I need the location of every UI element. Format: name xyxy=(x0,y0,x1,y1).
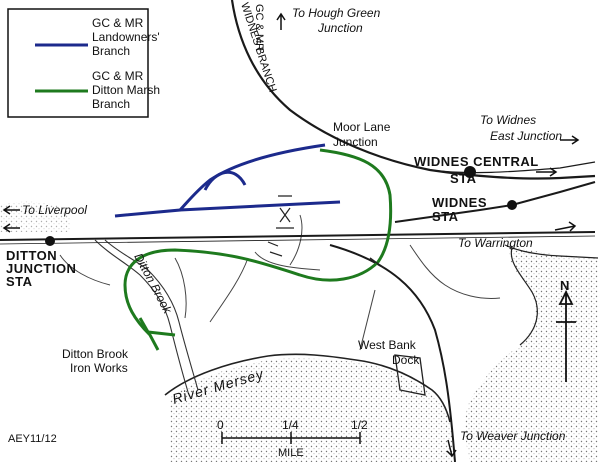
legend-item-label: GC & MR xyxy=(92,16,144,30)
widnes-station-marker[interactable] xyxy=(507,200,517,210)
widnes-station-label: WIDNES xyxy=(432,195,487,210)
widnes-line xyxy=(394,181,596,223)
north-arrow-icon xyxy=(556,289,576,382)
moor-lane-junction-label: Moor Lane xyxy=(333,120,391,134)
ditton-junction-station-marker[interactable] xyxy=(45,236,55,246)
main-line-liverpool-warrington xyxy=(0,231,596,241)
arrow-west-icon xyxy=(2,205,20,215)
estuary-shore-2 xyxy=(510,247,538,346)
tributary xyxy=(254,251,321,271)
to-widnes-east-label: East Junction xyxy=(490,129,562,143)
main-line-liverpool-warrington-2 xyxy=(0,235,596,245)
legend-item-label: Branch xyxy=(92,44,130,58)
scale-unit-label: MILE xyxy=(278,447,304,459)
to-liverpool-label: To Liverpool xyxy=(22,203,87,217)
ditton-marsh-branch-spur[interactable] xyxy=(138,317,150,333)
widnes-branch-label: GC & MR xyxy=(253,4,265,51)
ditton-brook-river-2 xyxy=(104,239,199,391)
to-hough-green-label: To Hough Green xyxy=(292,6,381,20)
ditton-brook-river xyxy=(94,239,189,393)
landowners-branch-curve[interactable] xyxy=(203,170,247,191)
ditton-junction-label: JUNCTION xyxy=(6,261,76,276)
legend-box xyxy=(7,8,149,118)
widnes-central-label: WIDNES CENTRAL xyxy=(414,154,539,169)
scale-tick-label: 0 xyxy=(217,418,224,432)
legend-item-label: GC & MR xyxy=(92,69,144,83)
ditton-brook-iron-works-label: Iron Works xyxy=(70,361,128,375)
credit-label: AEY11/12 xyxy=(8,433,57,445)
tributary xyxy=(359,289,376,351)
west-bank-dock xyxy=(394,354,426,396)
bridge xyxy=(276,195,294,229)
tributary xyxy=(209,257,249,323)
arrow-north-icon xyxy=(276,12,286,30)
to-widnes-east-label: To Widnes xyxy=(480,113,536,127)
tributary xyxy=(409,244,501,299)
moor-lane-junction-label: Junction xyxy=(333,135,378,149)
arrow-south-icon xyxy=(446,439,457,458)
legend-item-label: Branch xyxy=(92,97,130,111)
arrow-east-icon xyxy=(554,221,577,232)
to-widnes-east-line xyxy=(429,161,596,174)
west-bank-dock-label: West Bank xyxy=(358,338,417,352)
ditton-brook-label: Ditton Brook xyxy=(131,251,175,317)
to-hough-green-label: Junction xyxy=(317,21,363,35)
to-warrington-label: To Warrington xyxy=(458,236,533,250)
estuary-shore xyxy=(504,244,598,259)
bridge xyxy=(369,257,385,269)
to-weaver-junction-label: To Weaver Junction xyxy=(460,429,566,443)
ditton-marsh-branch[interactable] xyxy=(123,148,393,351)
tributary xyxy=(59,254,111,286)
widnes-station-label: STA xyxy=(432,209,459,224)
river-mersey-area xyxy=(170,358,455,462)
north-shoreline xyxy=(164,353,451,423)
arrow-east-icon xyxy=(536,167,558,177)
arrow-west-icon xyxy=(2,223,20,233)
ditton-junction-label: DITTON xyxy=(6,248,57,263)
gc-mr-widnes-branch xyxy=(230,0,596,180)
west-bank-dock-label: Dock xyxy=(392,353,420,367)
bridge xyxy=(267,241,283,257)
ditton-junction-label: STA xyxy=(6,274,33,289)
legend-item-label: Ditton Marsh xyxy=(92,83,160,97)
estuary-east xyxy=(465,245,598,462)
tributary xyxy=(174,257,187,319)
legend-item-label: Landowners' xyxy=(92,30,160,44)
arrow-east-icon xyxy=(560,135,580,145)
scale-tick-label: 1/2 xyxy=(351,418,368,432)
ditton-marsh-branch-spur[interactable] xyxy=(147,330,176,337)
scale-tick-label: 1/4 xyxy=(282,418,299,432)
widnes-central-label: STA xyxy=(450,171,477,186)
north-label: N xyxy=(560,278,570,293)
ditton-brook-iron-works-label: Ditton Brook xyxy=(62,347,129,361)
widnes-central-station-marker[interactable] xyxy=(464,166,476,178)
landowners-branch-siding[interactable] xyxy=(179,200,341,212)
